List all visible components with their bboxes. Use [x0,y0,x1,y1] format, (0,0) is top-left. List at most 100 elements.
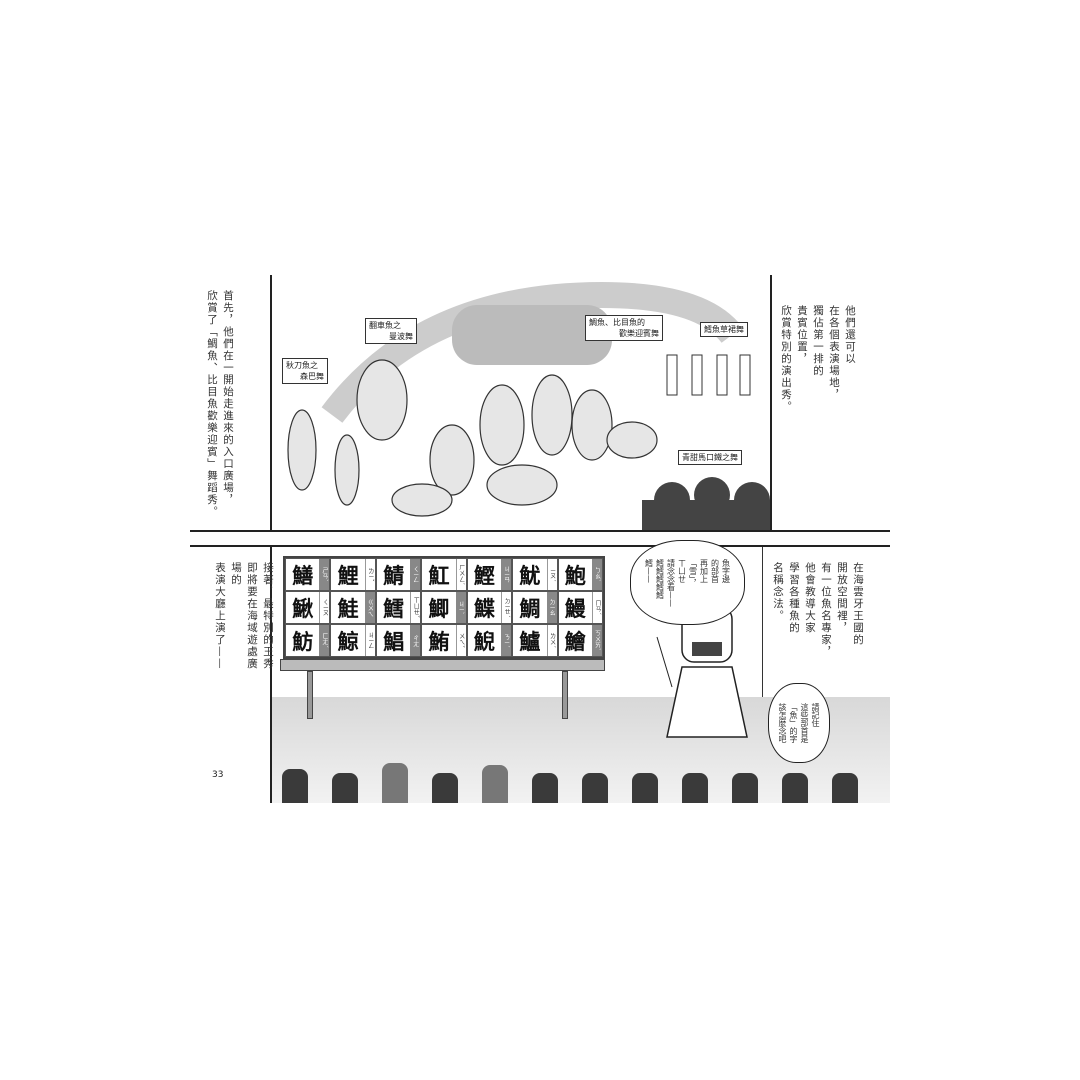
fish-character: 鰹 [473,563,495,588]
label-harmonica: 青甜馬口鐵之舞 [678,450,742,465]
bubble-line: 魚字邊 [721,558,731,583]
bubble-text: 魚字邊的部首再加上「雪」，ㄒㄩㄝ請念念看——鱈鱈鱈鱈鱈鱈—— [644,559,732,607]
text-line: 欣賞特別的演出秀。 [780,305,792,413]
fish-character: 鯉 [337,563,359,588]
zhuyin-reading: ㄏㄨㄥˊ [455,559,466,590]
zhuyin-reading: ㄅㄠˋ [591,559,602,590]
board-cell: 鮑ㄅㄠˋ [557,558,603,591]
zhuyin-reading: ㄒㄩㄝˇ [410,592,421,623]
board-cell: 魟ㄏㄨㄥˊ [421,558,467,591]
zhuyin-reading: ㄧㄡˊ [546,559,557,590]
zhuyin-reading: ㄉㄧㄠ [546,592,557,623]
board-cell: 鯽ㄐㄧˋ [421,591,467,624]
text-line: 貴賓位置， [796,305,808,365]
label-line: 翻車魚之 [369,321,401,330]
fish-character: 鯨 [337,629,359,654]
bubble-line: ㄒㄩㄝ [677,558,687,583]
text-line: 表演大廳上演了—— [214,562,226,670]
board-cell: 鮭ㄍㄨㄟ [330,591,376,624]
board-cell: 鯉ㄌㄧˇ [330,558,376,591]
board-cell: 鯛ㄉㄧㄠ [512,591,558,624]
text-line: 開放空間裡， [836,562,848,634]
fish-character: 魷 [519,563,541,588]
narration-top-right: 他們還可以 在各個表演場地， 獨佔第一排的 貴賓位置， 欣賞特別的演出秀。 [778,305,858,415]
board-cell: 鯢ㄋㄧˊ [466,624,513,657]
bubble-line: 再加上 [699,558,709,583]
text-line: 他們還可以 [844,305,856,365]
board-cell: 魷ㄧㄡˊ [512,558,558,591]
zhuyin-reading: ㄐㄧˋ [455,592,466,623]
zhuyin-reading: ㄍㄨㄟ [364,592,375,623]
label-hula: 鱈魚草裙舞 [700,322,748,337]
label-line: 歡樂迎賓舞 [619,329,659,338]
fish-character: 鰈 [473,596,495,621]
panel-border [770,275,772,531]
fish-character: 鰻 [564,596,586,621]
text-line: 在各個表演場地， [828,305,840,401]
zhuyin-reading: ㄌㄧˇ [364,559,375,590]
board-cell: 鯧ㄔㄤ [375,624,422,657]
zhuyin-reading: ㄐㄧㄥ [364,625,375,656]
label-line: 森巴舞 [300,372,324,381]
speech-bubble-remember: 請記住這些部首是「魚」的字該怎麼念吧 [768,683,830,763]
bubble-line: 請記住 [811,703,820,727]
board-cell: 鱸ㄌㄨˊ [512,624,558,657]
fish-character: 鮭 [337,596,359,621]
bubble-line: 這些部首是 [800,703,809,743]
fish-character: 鱈 [383,596,405,621]
page-number: 33 [212,770,224,780]
zhuyin-reading: ㄨㄟˇ [455,625,466,656]
zhuyin-reading: ㄉㄧㄝˊ [501,592,512,623]
bubble-line: 鱈鱈鱈鱈鱈 [655,558,665,599]
label-welcome: 鯛魚、比目魚的歡樂迎賓舞 [585,315,663,341]
narration-bottom-left: 接著，最特別的王秀 即將要在海域遊處廣場的 表演大廳上演了—— [212,562,276,672]
board-cell: 鰹ㄐㄧㄢ [466,558,513,591]
bubble-line: 「雪」， [688,558,698,587]
zhuyin-reading: ㄑㄧㄥ [410,559,421,590]
zhuyin-reading: ㄔㄤ [410,625,421,656]
zhuyin-reading: ㄌㄨˊ [546,625,557,656]
zhuyin-reading: ㄕㄢˋ [319,559,330,590]
board-cell: 鯖ㄑㄧㄥ [375,558,422,591]
board-cell: 魴ㄈㄤˊ [285,624,331,657]
fish-character: 鱸 [519,629,541,654]
text-line: 欣賞了「鯛魚、比目魚歡樂迎賓」舞蹈秀。 [206,290,218,518]
panel-border [270,545,272,803]
fish-character: 鯛 [519,596,541,621]
label-line: 鯛魚、比目魚的 [589,318,645,327]
bubble-line: 「魚」的字 [789,703,798,743]
fish-character: 鯧 [383,629,405,654]
fish-character: 魟 [428,563,450,588]
fish-character: 鯖 [383,563,405,588]
label-samba: 秋刀魚之森巴舞 [282,358,328,384]
zhuyin-reading: ㄑㄧㄡ [319,592,330,623]
fish-character: 鱠 [564,629,586,654]
fish-character: 鯢 [473,629,495,654]
board-cell: 鰍ㄑㄧㄡ [285,591,331,624]
zhuyin-reading: ㄎㄨㄞˋ [591,625,602,656]
panel-border [190,530,890,532]
board-cell: 鱔ㄕㄢˋ [285,558,331,591]
panel-border [190,545,890,547]
top-illustration [272,275,770,530]
board-cell: 鰈ㄉㄧㄝˊ [466,591,513,624]
bubble-line: 該怎麼念吧 [778,703,787,743]
fish-character: 鰍 [292,596,314,621]
text-line: 學習各種魚的 [788,562,800,634]
label-line: 曼波舞 [389,332,413,341]
label-line: 秋刀魚之 [286,361,318,370]
fish-character: 魴 [292,629,314,654]
fish-character: 鯽 [428,596,450,621]
text-line: 有一位魚名專家， [820,562,832,658]
fish-character: 鮑 [564,563,586,588]
fish-character: 鮪 [428,629,450,654]
board-cell: 鮪ㄨㄟˇ [421,624,467,657]
board-cell: 鰻ㄇㄢˊ [557,591,603,624]
zhuyin-reading: ㄇㄢˊ [591,592,602,623]
text-line: 首先，他們在一開始走進來的入口廣場， [222,290,234,506]
board-cell: 鱠ㄎㄨㄞˋ [557,624,603,657]
zhuyin-reading: ㄋㄧˊ [501,625,512,656]
text-line: 名稱念法。 [772,562,784,622]
narration-bottom-right: 在海雲牙王國的 開放空間裡， 有一位魚名專家， 他會教導大家 學習各種魚的 名稱… [770,562,866,662]
bubble-line: 的部首 [710,558,720,583]
